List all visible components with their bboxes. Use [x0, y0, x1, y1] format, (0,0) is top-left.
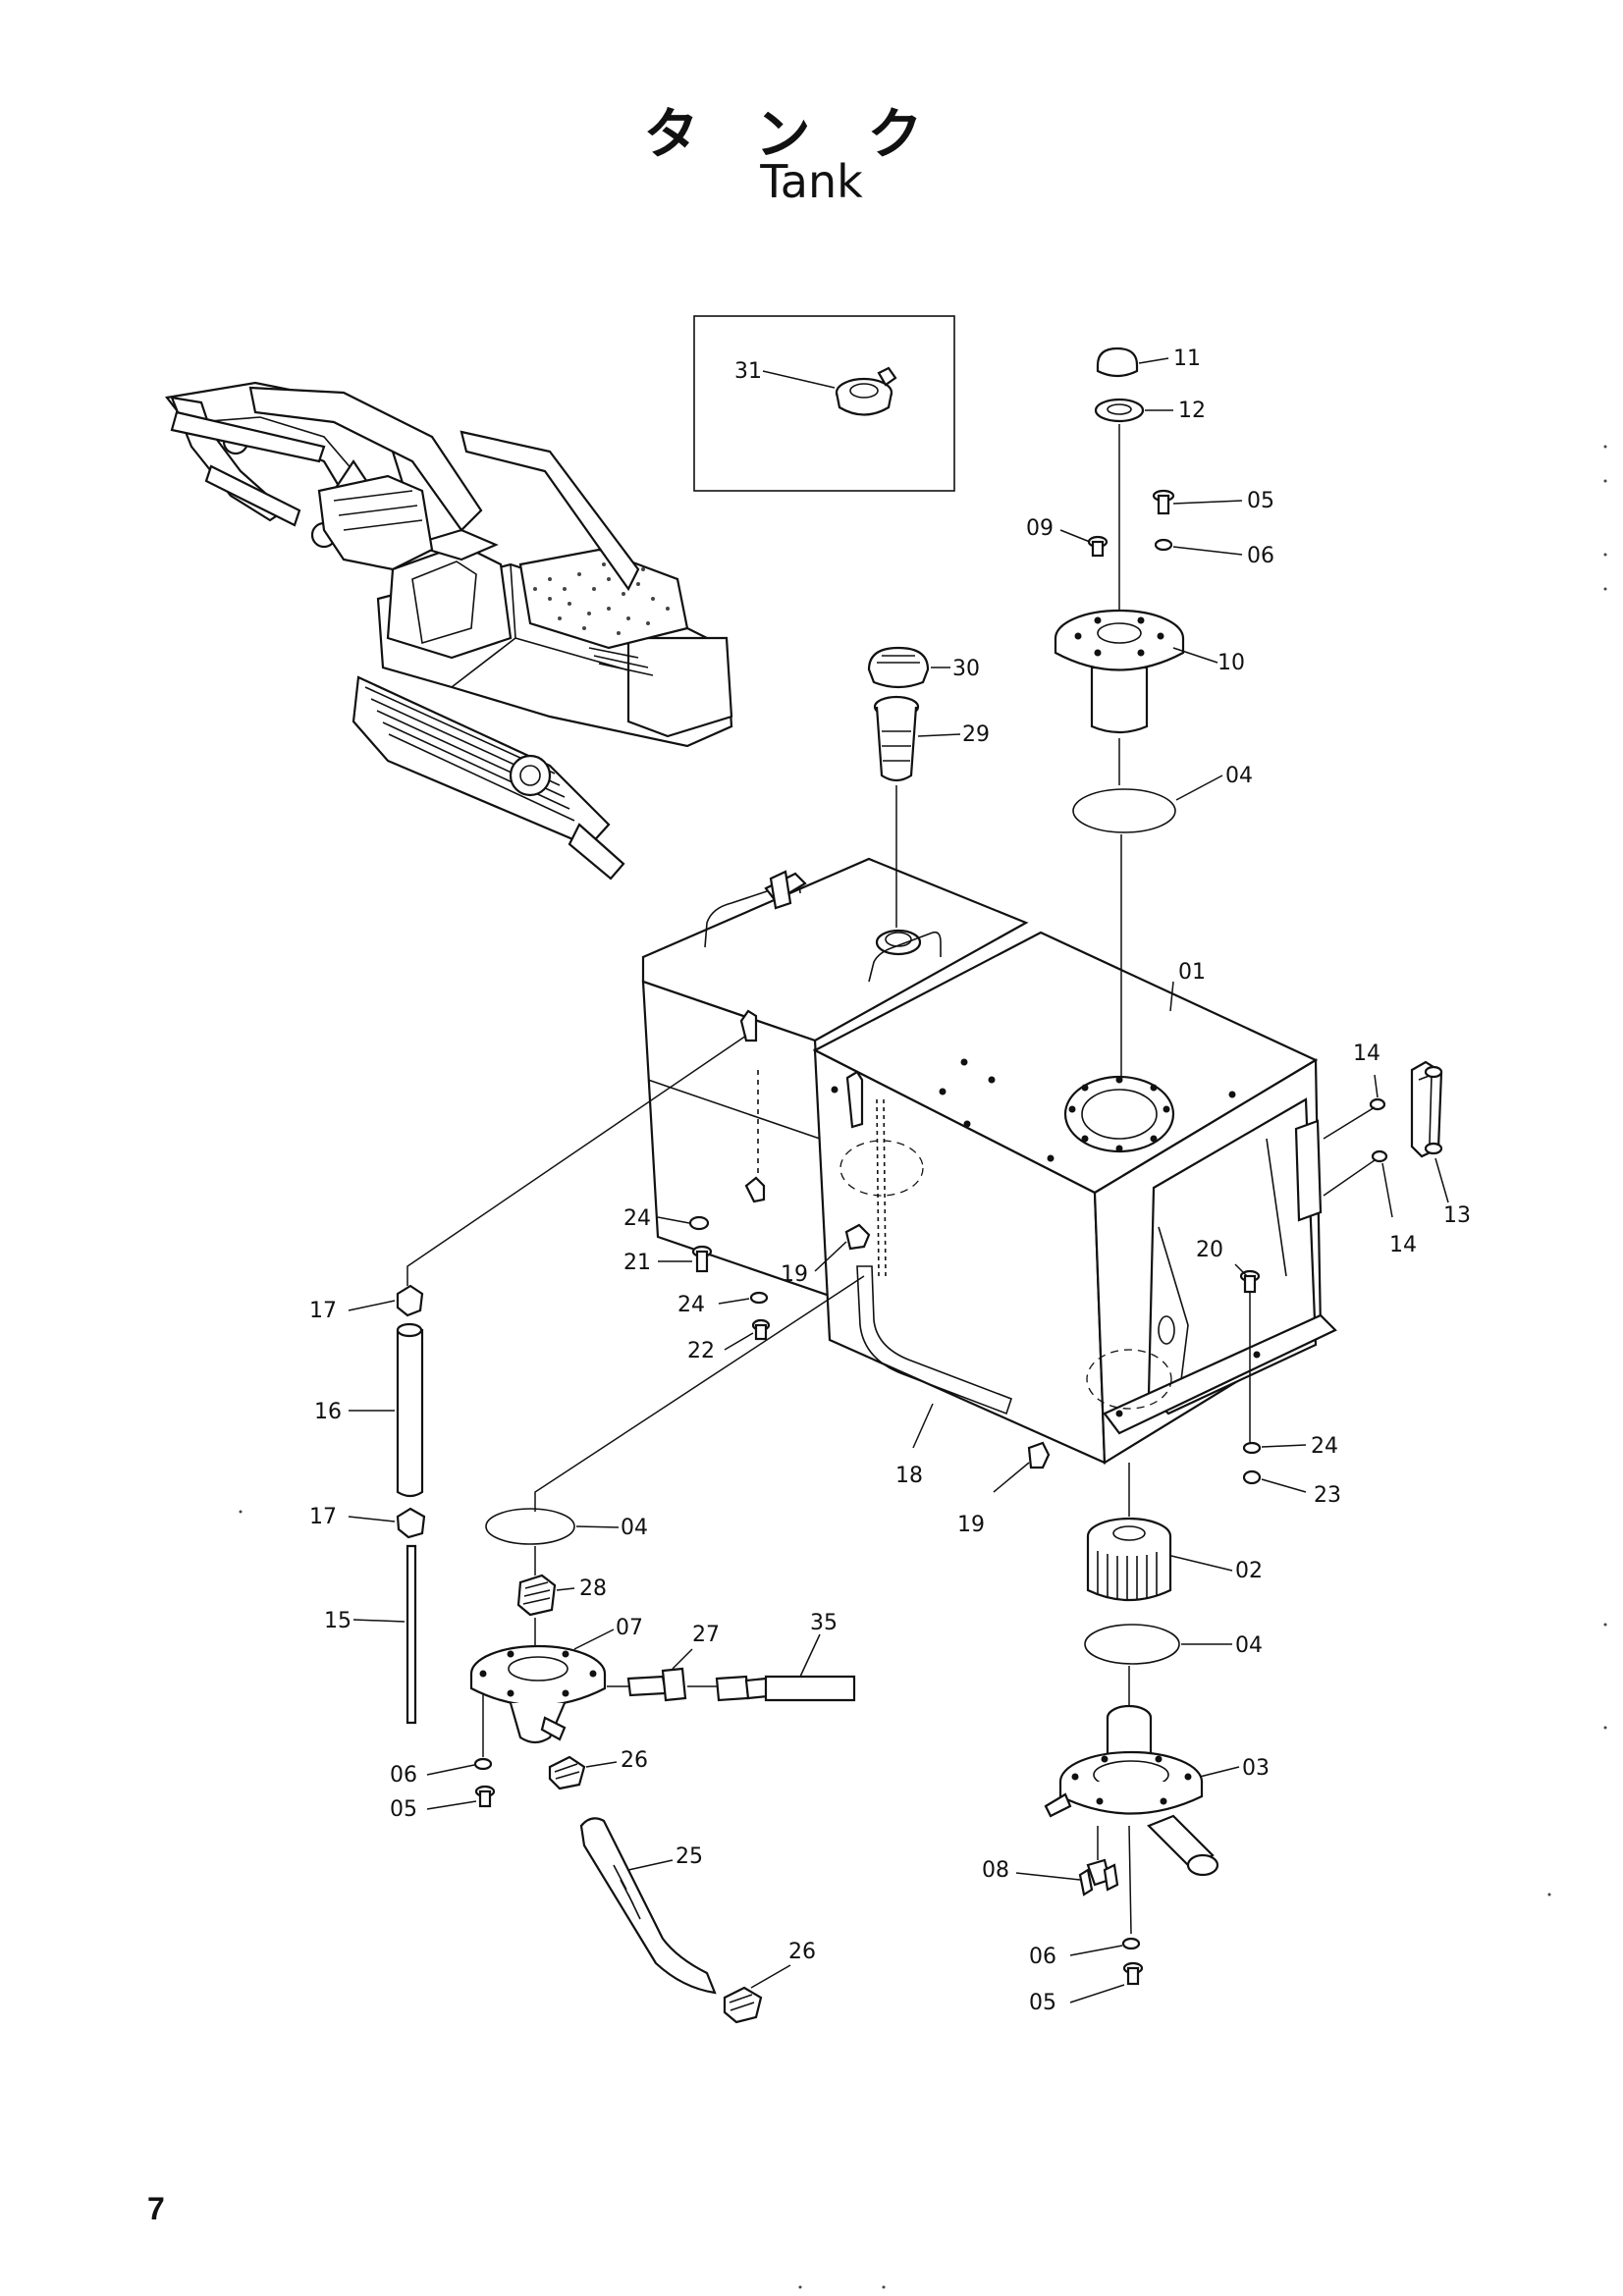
plug-icon: [1087, 535, 1109, 558]
bolt-icon: [474, 1785, 496, 1808]
breather-cap-icon: [1096, 347, 1139, 378]
drain-hose-icon: [715, 1675, 856, 1702]
part-label-18: 18: [895, 1464, 923, 1488]
part-label-19a: 19: [781, 1262, 808, 1287]
cap-alternate-icon: [835, 366, 897, 416]
part-label-17a: 17: [309, 1299, 337, 1323]
nut-icon: [688, 1215, 710, 1231]
elbow-fitting-icon: [844, 1223, 871, 1251]
part-label-29: 29: [962, 722, 990, 747]
part-label-05b: 05: [390, 1797, 417, 1822]
part-label-21: 21: [623, 1251, 651, 1275]
o-ring-icon: [485, 1508, 575, 1545]
drain-cock-icon: [1078, 1858, 1119, 1896]
scan-marks: [239, 445, 1607, 2289]
part-label-27: 27: [692, 1623, 720, 1647]
elbow-fitting-icon: [1027, 1441, 1051, 1469]
part-label-25: 25: [676, 1844, 703, 1869]
filter-pad-icon: [516, 1574, 557, 1617]
adapter-fitting-icon: [626, 1667, 687, 1702]
return-flange-icon: [469, 1644, 607, 1744]
inset-box: [693, 315, 955, 492]
filler-cap-icon: [867, 646, 930, 689]
breather-pipe-icon: [406, 1544, 417, 1725]
part-label-06b: 06: [390, 1763, 417, 1788]
part-label-06c: 06: [1029, 1945, 1056, 1969]
part-label-13: 13: [1443, 1203, 1471, 1228]
page-number: 7: [147, 2191, 165, 2226]
part-label-14a: 14: [1353, 1041, 1380, 1066]
part-label-24c: 24: [1311, 1434, 1338, 1459]
hose-band-icon: [548, 1755, 586, 1790]
page-title-japanese: タンク: [643, 103, 980, 167]
return-pipe-icon: [856, 1265, 1013, 1415]
level-gauge-icon: [1410, 1060, 1443, 1158]
part-label-26b: 26: [788, 1940, 816, 1964]
part-label-01: 01: [1178, 960, 1206, 985]
filter-element-icon: [1086, 1517, 1172, 1602]
bolt-icon: [691, 1245, 713, 1273]
part-label-03: 03: [1242, 1756, 1270, 1781]
part-label-20: 20: [1196, 1238, 1223, 1262]
part-label-11: 11: [1173, 347, 1201, 371]
part-label-09: 09: [1026, 516, 1054, 541]
nut-icon: [749, 1291, 769, 1305]
part-label-23: 23: [1314, 1483, 1341, 1508]
part-label-30: 30: [952, 657, 980, 681]
excavator-machine-icon: [164, 381, 733, 881]
part-label-12: 12: [1178, 399, 1206, 423]
seal-washer-icon: [1371, 1149, 1388, 1163]
bolt-icon: [751, 1318, 771, 1341]
part-label-17b: 17: [309, 1505, 337, 1529]
washer-icon: [1242, 1441, 1262, 1455]
part-label-04a: 04: [1225, 764, 1253, 788]
part-label-16: 16: [314, 1400, 342, 1424]
part-label-28: 28: [579, 1576, 607, 1601]
bolt-icon: [1122, 1961, 1144, 1986]
part-label-15: 15: [324, 1609, 352, 1633]
part-label-06a: 06: [1247, 544, 1274, 568]
o-ring-icon: [1072, 788, 1176, 833]
part-label-07: 07: [616, 1616, 643, 1640]
part-label-10: 10: [1217, 651, 1245, 675]
o-ring-icon: [1084, 1624, 1180, 1665]
suction-hose-icon: [579, 1817, 717, 1995]
hydraulic-tank-assembly: [641, 857, 1337, 1465]
part-label-02: 02: [1235, 1559, 1263, 1583]
part-label-35: 35: [810, 1611, 838, 1635]
part-label-24b: 24: [677, 1293, 705, 1317]
washer-icon: [473, 1757, 493, 1771]
part-label-05c: 05: [1029, 1991, 1056, 2015]
part-label-08: 08: [982, 1858, 1009, 1883]
part-label-26a: 26: [621, 1748, 648, 1773]
part-label-14b: 14: [1389, 1233, 1417, 1257]
breather-hose-icon: [396, 1322, 424, 1498]
part-label-19b: 19: [957, 1513, 985, 1537]
hose-clamp-icon: [396, 1284, 424, 1317]
washer-icon: [1121, 1937, 1141, 1950]
part-label-05a: 05: [1247, 489, 1274, 513]
page-title-english: Tank: [760, 155, 863, 208]
nut-icon: [1242, 1469, 1262, 1485]
part-label-04c: 04: [1235, 1633, 1263, 1658]
part-label-24a: 24: [623, 1206, 651, 1231]
part-label-04b: 04: [621, 1516, 648, 1540]
seal-ring-icon: [1094, 398, 1145, 423]
hose-band-icon: [723, 1986, 763, 2024]
part-label-31: 31: [734, 359, 762, 384]
flange-strainer-icon: [1054, 609, 1185, 734]
part-label-22: 22: [687, 1339, 715, 1363]
hose-clamp-icon: [396, 1507, 426, 1539]
washer-icon: [1154, 538, 1173, 552]
suction-flange-icon: [1044, 1704, 1219, 1877]
bolt-icon: [1152, 489, 1175, 515]
strainer-icon: [873, 695, 920, 782]
